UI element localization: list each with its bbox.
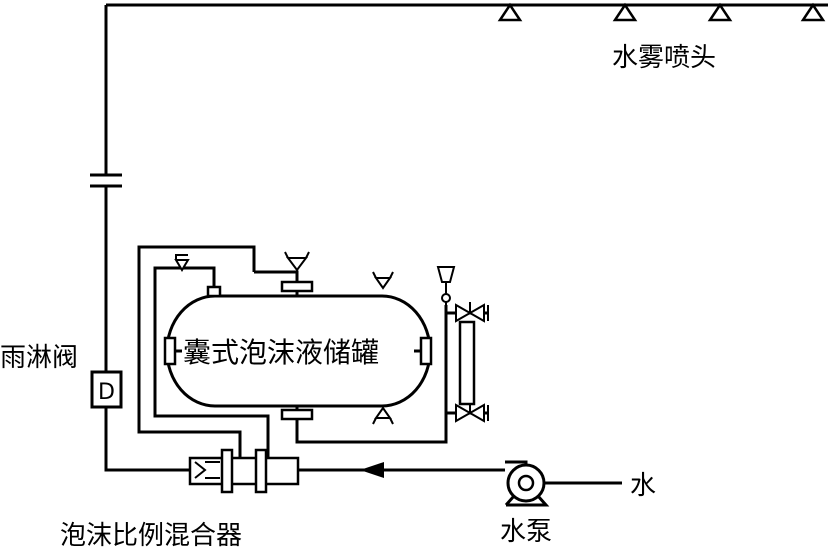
- top-right-valve-icon: [372, 271, 394, 290]
- nozzle-icon: [707, 2, 733, 22]
- tank-inner-loop: [153, 266, 270, 458]
- flow-arrow-icon: [360, 462, 384, 478]
- nozzles-label: 水雾喷头: [612, 43, 716, 73]
- deluge-valve-box: [90, 370, 123, 409]
- deluge-valve-letter: D: [98, 380, 115, 405]
- pump-icon: [504, 460, 550, 507]
- riser-to-mixer: [104, 407, 190, 472]
- nozzle-row: [497, 2, 826, 22]
- foam-tank: [163, 280, 433, 421]
- gauge-top-valve-icon: [455, 302, 489, 323]
- deluge-valve-label: 雨淋阀: [0, 343, 78, 373]
- tank-to-top-nozzle: [254, 270, 299, 282]
- gauge-bottom-valve-icon: [455, 402, 489, 423]
- nozzle-icon: [497, 2, 523, 22]
- tank-outer-loop: [137, 245, 256, 458]
- small-valve-icon: [174, 254, 190, 272]
- level-gauge-tube: [458, 320, 476, 406]
- level-switch-icon: [436, 266, 456, 305]
- tank-label: 囊式泡沫液储罐: [183, 336, 379, 369]
- nozzle-icon: [612, 2, 638, 22]
- pump-label: 水泵: [500, 517, 552, 547]
- bottom-right-valve-icon: [372, 406, 394, 425]
- tank-bottom-return: [295, 305, 448, 444]
- mixer-label: 泡沫比例混合器: [60, 521, 242, 551]
- proportioning-mixer: [188, 448, 300, 494]
- water-label: 水: [630, 471, 656, 501]
- nozzle-icon: [800, 2, 826, 22]
